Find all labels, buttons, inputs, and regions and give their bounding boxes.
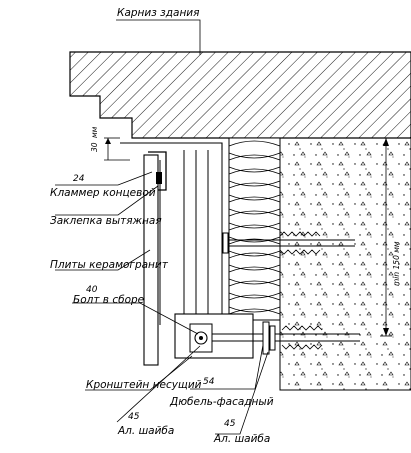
support-bracket xyxy=(174,313,254,359)
label-dowel: Дюбель-фасадный xyxy=(169,396,274,408)
concrete-wall xyxy=(279,137,411,391)
facade-panel xyxy=(120,142,223,366)
label-n45b: 45 xyxy=(224,419,236,429)
cornice-slab xyxy=(69,51,411,139)
label-min150: min 150 мм xyxy=(392,241,401,286)
label-bracket: Кронштейн несущий xyxy=(86,379,202,391)
dimension-150 xyxy=(380,137,392,337)
label-bolt: Болт в сборе xyxy=(73,294,144,306)
label-n54: 54 xyxy=(203,377,215,387)
label-rivet: Заклепка вытяжная xyxy=(50,215,162,227)
dimension-30 xyxy=(104,137,130,161)
label-n40: 40 xyxy=(86,285,98,295)
label-cornice: Карниз здания xyxy=(117,7,199,19)
anchor-lower xyxy=(212,321,360,355)
label-n24: 24 xyxy=(73,174,85,184)
leader-lines xyxy=(55,19,269,435)
label-washer-a: Ал. шайба xyxy=(117,425,174,437)
anchor-upper xyxy=(222,231,355,255)
label-dim-30-unit: мм xyxy=(90,126,99,138)
label-plates: Плиты керамогранит xyxy=(50,259,169,271)
label-n45a: 45 xyxy=(128,412,140,422)
label-dim-30: 30 xyxy=(90,142,99,152)
insulation-layer xyxy=(228,137,281,321)
label-washer-b: Ал. шайба xyxy=(213,433,270,445)
label-clamp: Кламмер концевой xyxy=(50,187,156,199)
